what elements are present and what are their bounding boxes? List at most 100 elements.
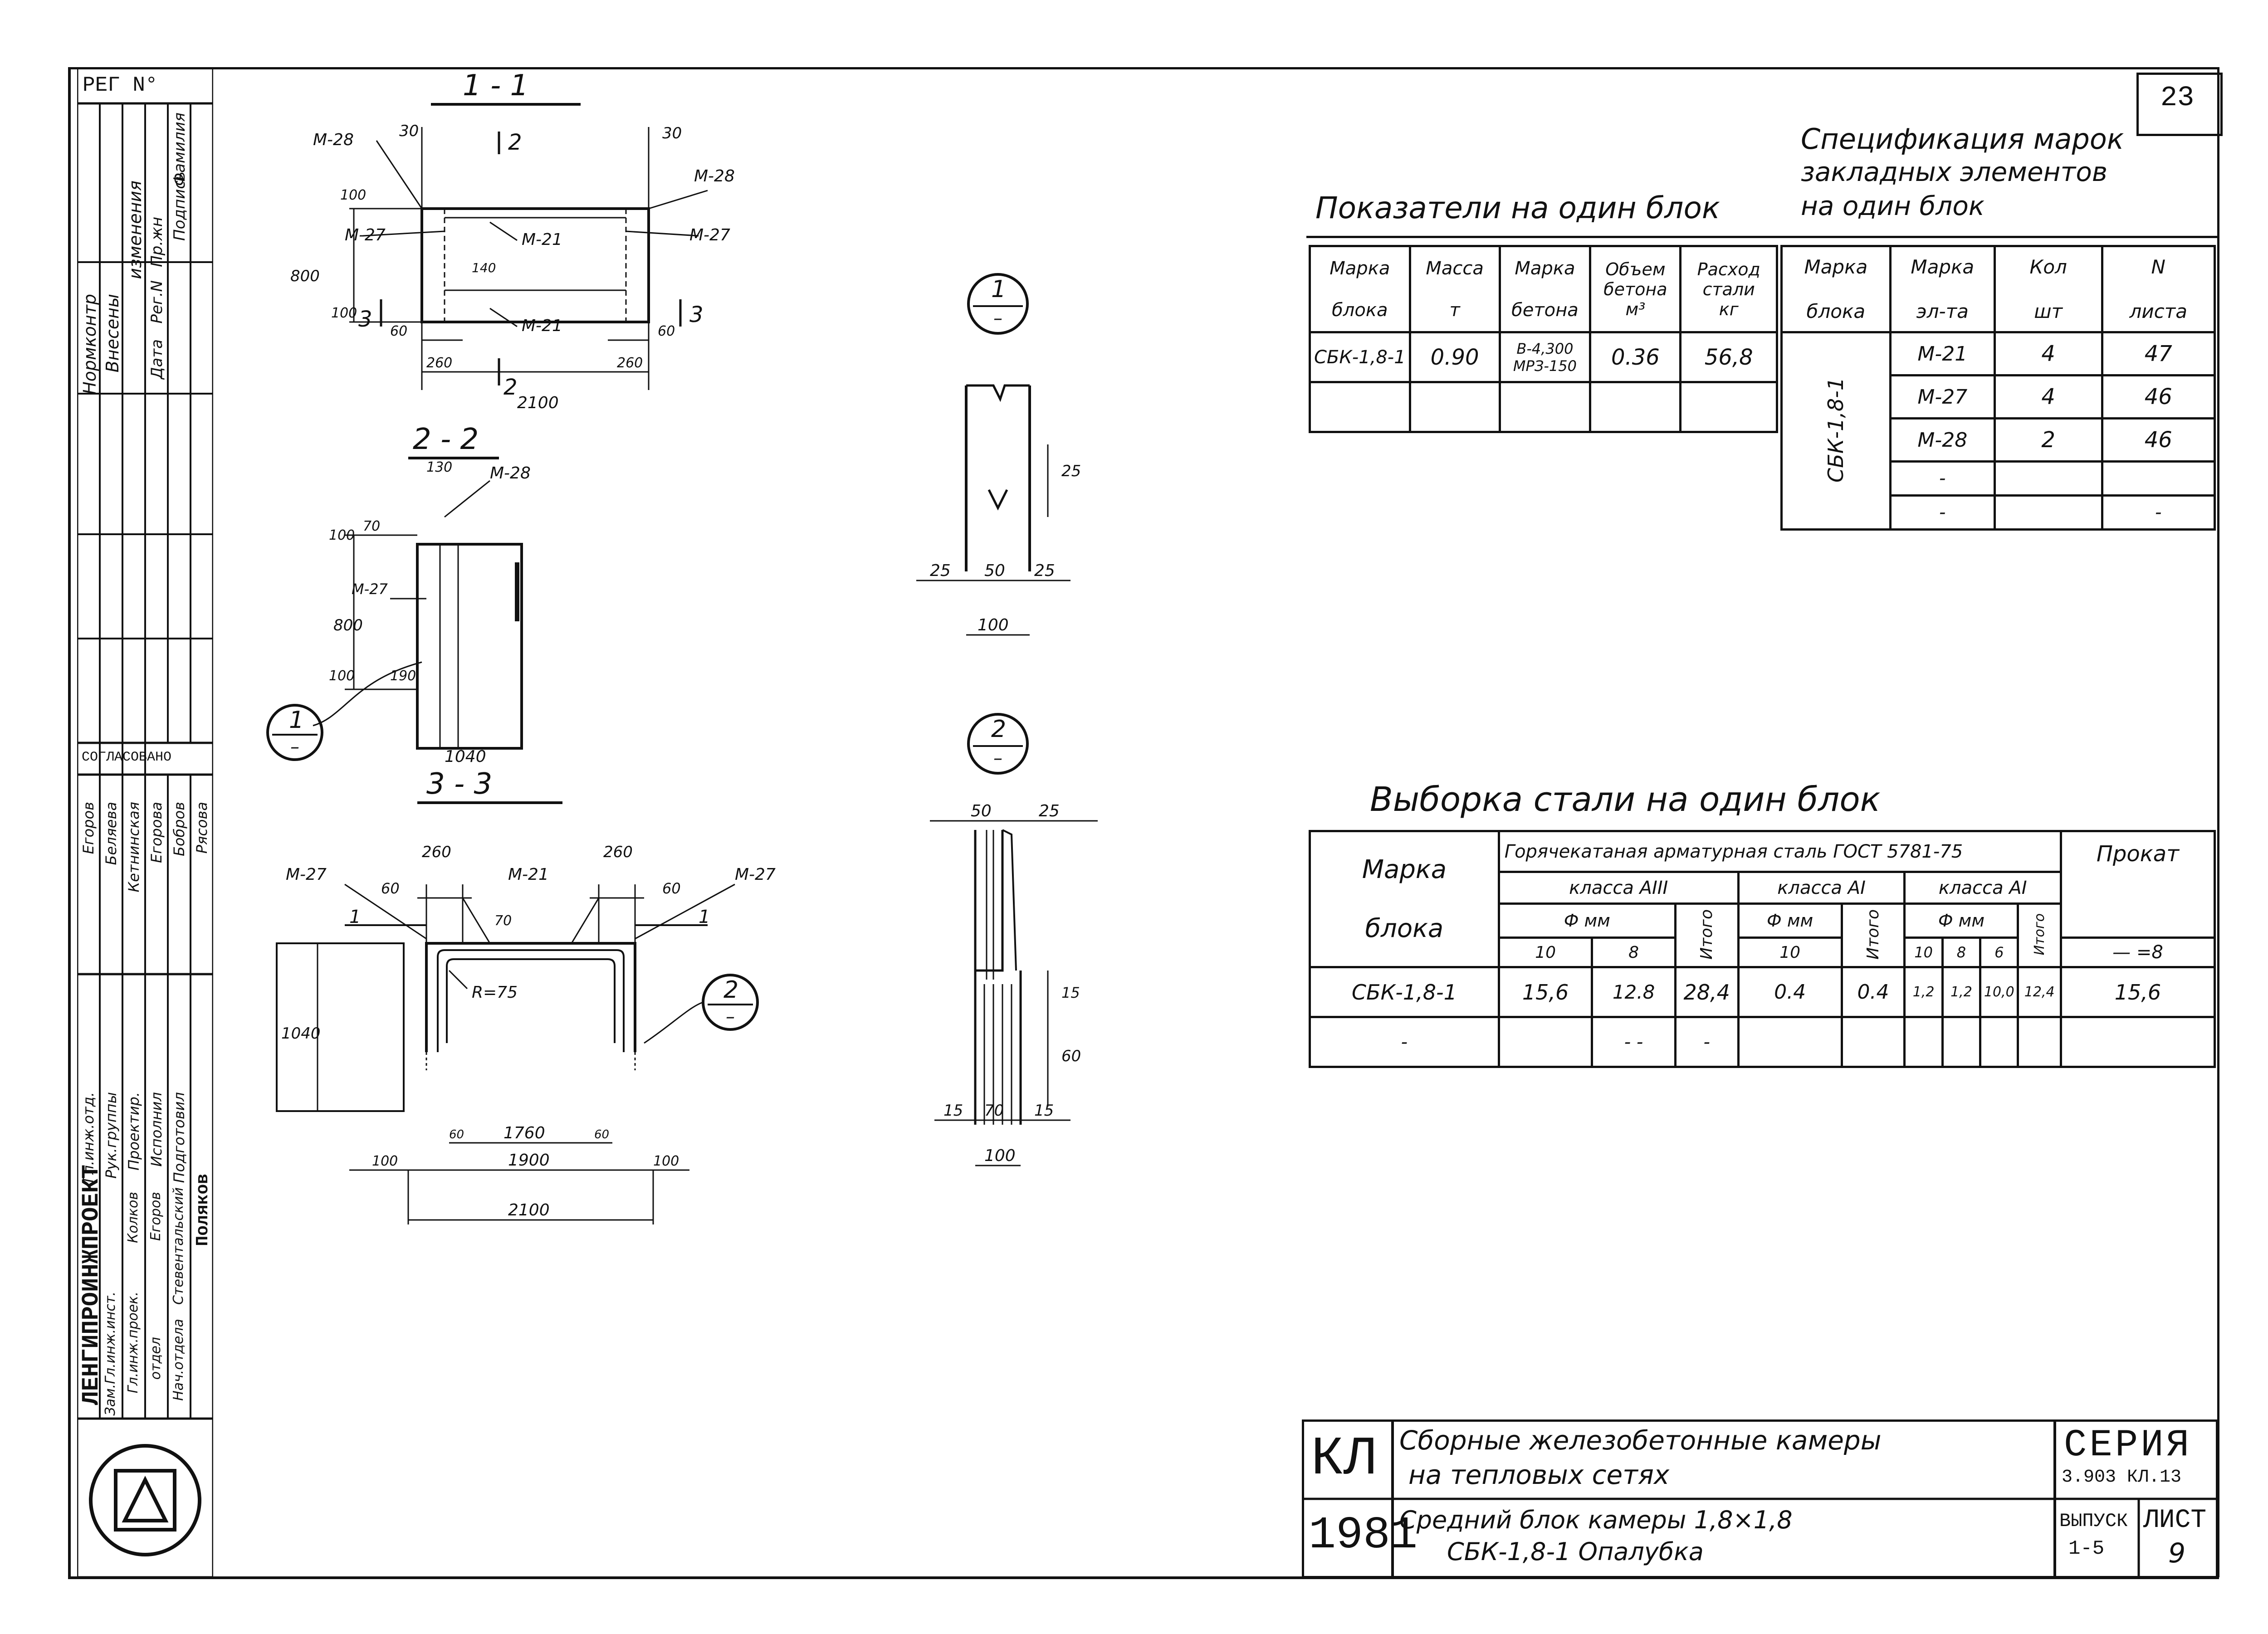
dim-15-vertical: 15: [1061, 984, 1080, 1001]
dim-25-left: 25: [930, 561, 951, 580]
steel-cell: - -: [1591, 1016, 1677, 1068]
tb-list-label: ЛИСТ: [2143, 1506, 2207, 1535]
section-2-2-drawing: 2 - 2 М-28 М-27 130 100 70 800 100 190 1…: [266, 426, 531, 766]
spec-cell: 47: [2101, 331, 2216, 376]
label-cut-3-right: 3: [689, 302, 704, 327]
table-row: [1309, 381, 1778, 433]
steel-cell: 28,4: [1674, 966, 1740, 1018]
section-3-3-drawing: 3 - 3 М-27 М-21 М-27 R=75 260 260 60 60 …: [276, 771, 776, 1224]
dim-1040: 1040: [445, 747, 486, 766]
steel-h-phi-a1b: Ф мм: [1903, 902, 2019, 939]
steel-h-hot: Горячекатаная арматурная сталь ГОСТ 5781…: [1497, 830, 2062, 873]
stamp-name-1: Егоров: [80, 802, 97, 854]
dim-140: 140: [472, 260, 496, 275]
callout-1-num: 1: [991, 276, 1006, 303]
spec-cell: -: [1889, 494, 1996, 531]
steel-h-itogo-a1: Итого: [1840, 902, 1906, 968]
table-row: - - - -: [1309, 1016, 2216, 1068]
callout-2-num: 2: [991, 716, 1006, 743]
dim-190: 190: [390, 668, 416, 684]
ind-cell: 0.90: [1408, 331, 1501, 383]
dim-1900: 1900: [508, 1151, 550, 1170]
stamp-col-8: Фамилия: [171, 112, 189, 186]
steel-cell: 0.4: [1737, 966, 1843, 1018]
tb-vypusk-value: 1-5: [2068, 1537, 2105, 1560]
dim-60-inner-left: 60: [449, 1128, 464, 1141]
dim-100-bottom: 100: [331, 305, 357, 321]
spec-cell: 4: [1993, 374, 2103, 419]
steel-cell: 12.8: [1591, 966, 1677, 1018]
section-1-1-title: 1 - 1: [463, 73, 528, 102]
stamp-col-1: Нормконтр: [80, 294, 100, 395]
steel-cell: 15,6: [1497, 966, 1593, 1018]
tb-line3: Средний блок камеры 1,8×1,8: [1399, 1506, 1793, 1534]
callout-1-dash: –: [290, 737, 299, 757]
label-cut-3-left: 3: [358, 307, 372, 332]
spec-cell: 46: [2101, 417, 2216, 463]
steel-h-phi-a1: Ф мм: [1737, 902, 1843, 939]
spec-cell: 46: [2101, 374, 2216, 419]
label-r75: R=75: [472, 983, 518, 1002]
steel-h-prokat: Прокат: [2059, 830, 2216, 939]
dim-1040: 1040: [281, 1024, 321, 1043]
steel-h-itogo-a3: Итого: [1674, 902, 1740, 968]
stamp-role-4: Исполнил: [148, 1092, 165, 1167]
tb-line2: на тепловых сетях: [1408, 1459, 1670, 1490]
dim-70: 70: [363, 518, 380, 534]
label-m21-bottom: М-21: [522, 317, 562, 335]
steel-cell: [1497, 1016, 1593, 1068]
dim-260-left: 260: [426, 355, 452, 371]
steel-cell: 12,4: [2017, 966, 2062, 1018]
steel-cell: 15,6: [2059, 966, 2216, 1018]
spec-cell: -: [2101, 494, 2216, 531]
steel-h-a1: класса АI: [1737, 871, 1906, 905]
tb-vypusk-label: ВЫПУСК: [2059, 1510, 2128, 1532]
spec-block-label: СБК-1,8-1: [1823, 377, 1848, 483]
dim-260-left: 260: [422, 843, 451, 861]
ind-cell: [1408, 381, 1501, 433]
stamp-col-2: Внесены: [103, 294, 122, 373]
steel-cell: -: [1309, 1016, 1500, 1068]
steel-cell: [1903, 1016, 1944, 1068]
tb-line4: СБК-1,8-1 Опалубка: [1447, 1537, 1704, 1566]
spec-cell: М-21: [1889, 331, 1996, 376]
dim-260-right: 260: [617, 355, 643, 371]
label-m28-left: М-28: [313, 131, 354, 149]
reg-no: РЕГ N°: [83, 73, 158, 97]
dim-30-right: 30: [662, 124, 682, 142]
spec-cell: М-28: [1889, 417, 1996, 463]
stamp-col-4: Дата: [148, 339, 166, 380]
dim-100-top: 100: [340, 187, 366, 203]
dim-50: 50: [971, 802, 992, 820]
steel-d-a3-2: 8: [1591, 937, 1677, 968]
stamp-role2-2: Гл.инж.проек.: [125, 1292, 141, 1394]
dim-60-right: 60: [658, 323, 675, 339]
cut-arrow-1-left: 1: [349, 907, 361, 927]
dim-100: 100: [984, 1146, 1016, 1165]
steel-cell: -: [1674, 1016, 1740, 1068]
dim-15-right: 15: [1034, 1102, 1054, 1120]
steel-cell: СБК-1,8-1: [1309, 966, 1500, 1018]
table-row: СБК-1,8-1 М-21 4 47: [1780, 331, 2216, 531]
dim-800: 800: [290, 267, 320, 285]
ind-cell: [1679, 381, 1778, 433]
tb-seria-value: 3.903 КЛ.13: [2062, 1467, 2182, 1488]
dim-25-right: 25: [1034, 561, 1055, 580]
title-block: КЛ 1981 Сборные железобетонные камеры на…: [1301, 1419, 2219, 1579]
stamp-col-3: изменения: [125, 180, 145, 279]
table-row: СБК-1,8-1 0.90 В-4,300 МРЗ-150 0.36 56,8: [1309, 331, 1778, 383]
stamp-name-2: Беляева: [103, 802, 120, 865]
frame-left: [68, 67, 71, 1577]
stamp-name-4: Егорова: [148, 802, 165, 863]
stamp-name2-3: Стевентальский: [171, 1187, 186, 1305]
stamp-name-6: Рясова: [193, 802, 210, 854]
steel-header-row-4: 10 8 10 10 8 6 — =8: [1310, 937, 2216, 968]
spec-cell: [1993, 460, 2103, 497]
